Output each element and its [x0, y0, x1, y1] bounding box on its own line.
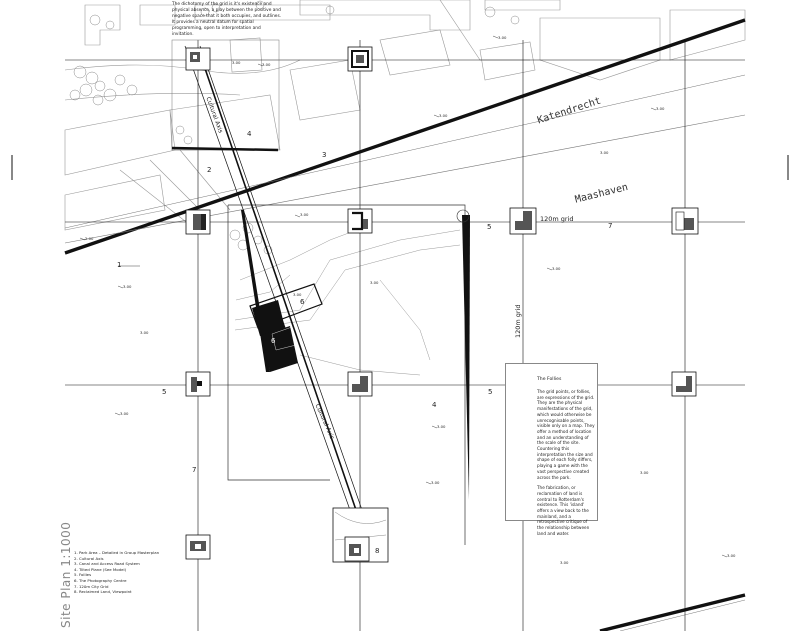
zone-number: 5 [162, 388, 167, 396]
grid-label-horizontal: 120m grid [540, 215, 574, 223]
zone-number: 5 [487, 223, 492, 231]
level-marker: 3.00 [439, 113, 448, 118]
level-marker: 3.00 [640, 470, 649, 475]
zone-number: 3 [322, 151, 327, 159]
zone-number: 4 [247, 130, 252, 138]
legend-item: 1. Park Area – Detailed in Group Masterp… [74, 550, 160, 555]
level-marker: 2.00 [85, 236, 94, 241]
level-marker: 3.00 [140, 330, 149, 335]
folly [185, 371, 211, 397]
legend-item: 8. Reclaimed Land, Viewpoint [74, 589, 132, 595]
folly [509, 207, 537, 235]
city-grid [65, 40, 745, 631]
intro-text: The dichotomy of the grid is it's existe… [172, 2, 282, 37]
level-marker: 3.00 [123, 284, 132, 289]
lighthouse-circle [456, 209, 470, 223]
level-marker: 3.00 [370, 280, 379, 285]
level-marker: 3.00 [293, 292, 302, 297]
folly [671, 371, 697, 397]
legend-item: 4. Tilted Plane (See Model) [74, 566, 127, 572]
cultural-axis [184, 45, 363, 511]
park-boundary [171, 39, 466, 545]
zone-number: 7 [192, 466, 197, 474]
zone-number: 2 [207, 166, 212, 174]
legend-item: 5. Follies [74, 572, 92, 578]
tilted-plane-edge [462, 215, 470, 500]
legend-item: 7. 120m City Grid [74, 583, 109, 589]
trees [69, 0, 520, 543]
zone-number: 4 [432, 401, 437, 409]
zone-number: 1 [117, 261, 122, 269]
follies-title: The Follies [537, 377, 562, 382]
folly-icons [185, 46, 699, 562]
legend-item: 3. Canal and Access Road System [74, 561, 140, 567]
level-marker: 3.00 [552, 266, 561, 271]
folly [185, 534, 211, 560]
level-marker: 3.00 [560, 560, 569, 565]
folly [344, 536, 370, 562]
level-marker: 3.00 [600, 150, 609, 155]
folly [185, 47, 211, 71]
zone-number: 6 [300, 298, 305, 306]
legend-item: 2. Cultural Axis [74, 555, 104, 561]
folly [347, 46, 373, 72]
sheet-title: Site Plan 1:1000 [59, 521, 73, 628]
zone-number: 7 [608, 222, 613, 230]
zone-number: 5 [488, 388, 493, 396]
level-marker: 3.00 [232, 60, 241, 65]
zone-number: 8 [375, 547, 380, 555]
level-marker: 3.00 [120, 411, 129, 416]
grid-label-vertical: 120m grid [514, 304, 522, 338]
level-marker: 3.00 [431, 480, 440, 485]
level-marker: 3.00 [262, 62, 271, 67]
level-marker: 3.00 [727, 553, 736, 558]
level-marker: 3.00 [437, 424, 446, 429]
level-markers [79, 35, 728, 558]
follies-body: The grid points, or follies, are express… [537, 389, 595, 542]
folly [671, 207, 699, 235]
legend: 1. Park Area – Detailed in Group Masterp… [74, 550, 159, 595]
follies-paragraph: The fabrication, or reclamation of land … [537, 485, 590, 536]
zone-number: 6 [271, 337, 276, 345]
follies-description-panel: The Follies The grid points, or follies,… [505, 363, 598, 536]
folly [347, 371, 373, 397]
follies-paragraph: The grid points, or follies, are express… [537, 389, 595, 480]
level-marker: 3.00 [656, 106, 665, 111]
quay-lines [64, 18, 746, 631]
folly [185, 209, 211, 235]
photography-centre [249, 283, 323, 372]
legend-item: 6. The Photography Centre [74, 577, 127, 583]
level-marker: 3.00 [498, 35, 507, 40]
folly [347, 208, 373, 234]
context-buildings [64, 0, 746, 231]
level-marker: 3.00 [300, 212, 309, 217]
